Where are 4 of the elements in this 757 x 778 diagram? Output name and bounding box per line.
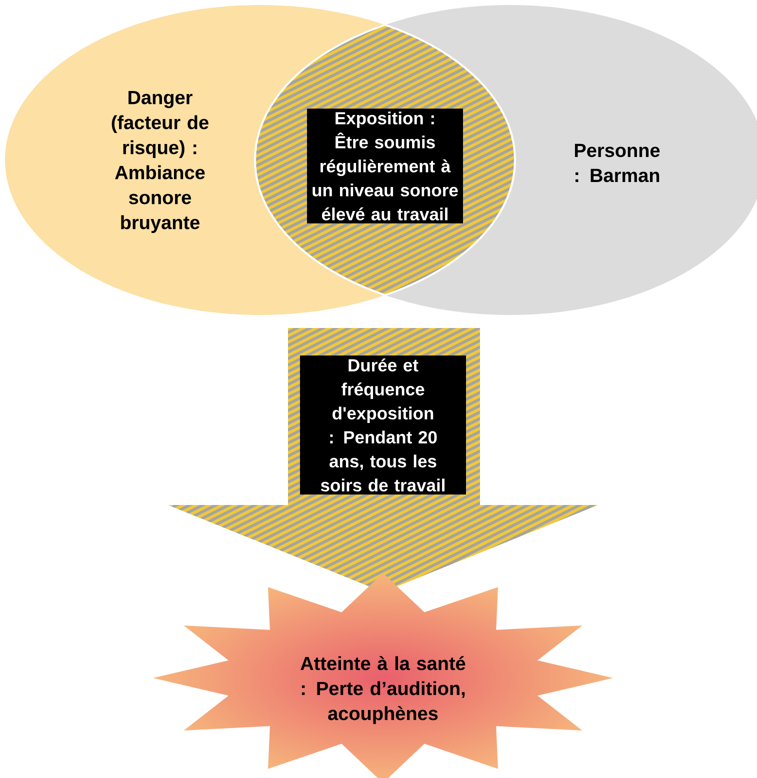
danger-label: Danger (facteur de risque) : Ambiance sonore bruyante	[112, 91, 208, 233]
person-label: Personne : Barman	[574, 144, 660, 182]
exposure-label: Exposition : Être soumis régulièrement à un niveau sonore élevé au travail	[307, 108, 463, 224]
starburst: Atteinte à la santé : Perte d’audition, acouphènes	[300, 656, 466, 724]
